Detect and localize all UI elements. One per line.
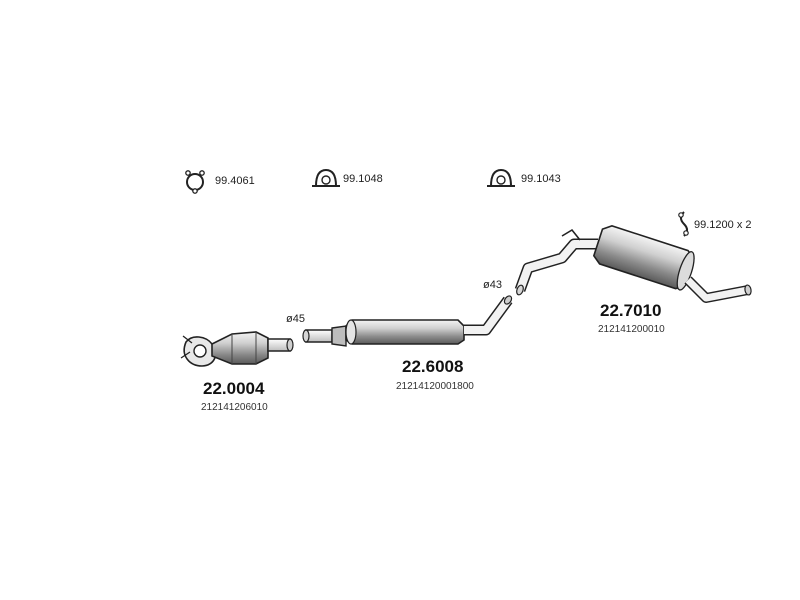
clamp-label: 99.1043: [521, 173, 561, 185]
diameter-label: ø45: [286, 313, 305, 325]
rear-silencer-part: [514, 225, 752, 303]
oem-number: 212141200010: [598, 324, 665, 335]
oem-number: 212141206010: [201, 402, 268, 413]
hanger-label: 99.1200 x 2: [694, 219, 752, 231]
clamp-label: 99.1048: [343, 173, 383, 185]
u-clamp-icon: [312, 168, 340, 187]
part-number: 22.0004: [203, 379, 265, 398]
catalyst-part: [180, 331, 294, 367]
ring-clamp-label: 99.4061: [215, 175, 255, 187]
middle-silencer-part: [302, 295, 513, 347]
diameter-label: ø43: [483, 279, 502, 291]
u-clamp-icon: [487, 168, 515, 187]
ring-clamp-icon: [185, 170, 205, 194]
part-number: 22.7010: [600, 301, 662, 320]
oem-number: 21214120001800: [396, 381, 474, 392]
part-number: 22.6008: [402, 357, 464, 376]
rubber-hanger-icon: [678, 211, 689, 237]
